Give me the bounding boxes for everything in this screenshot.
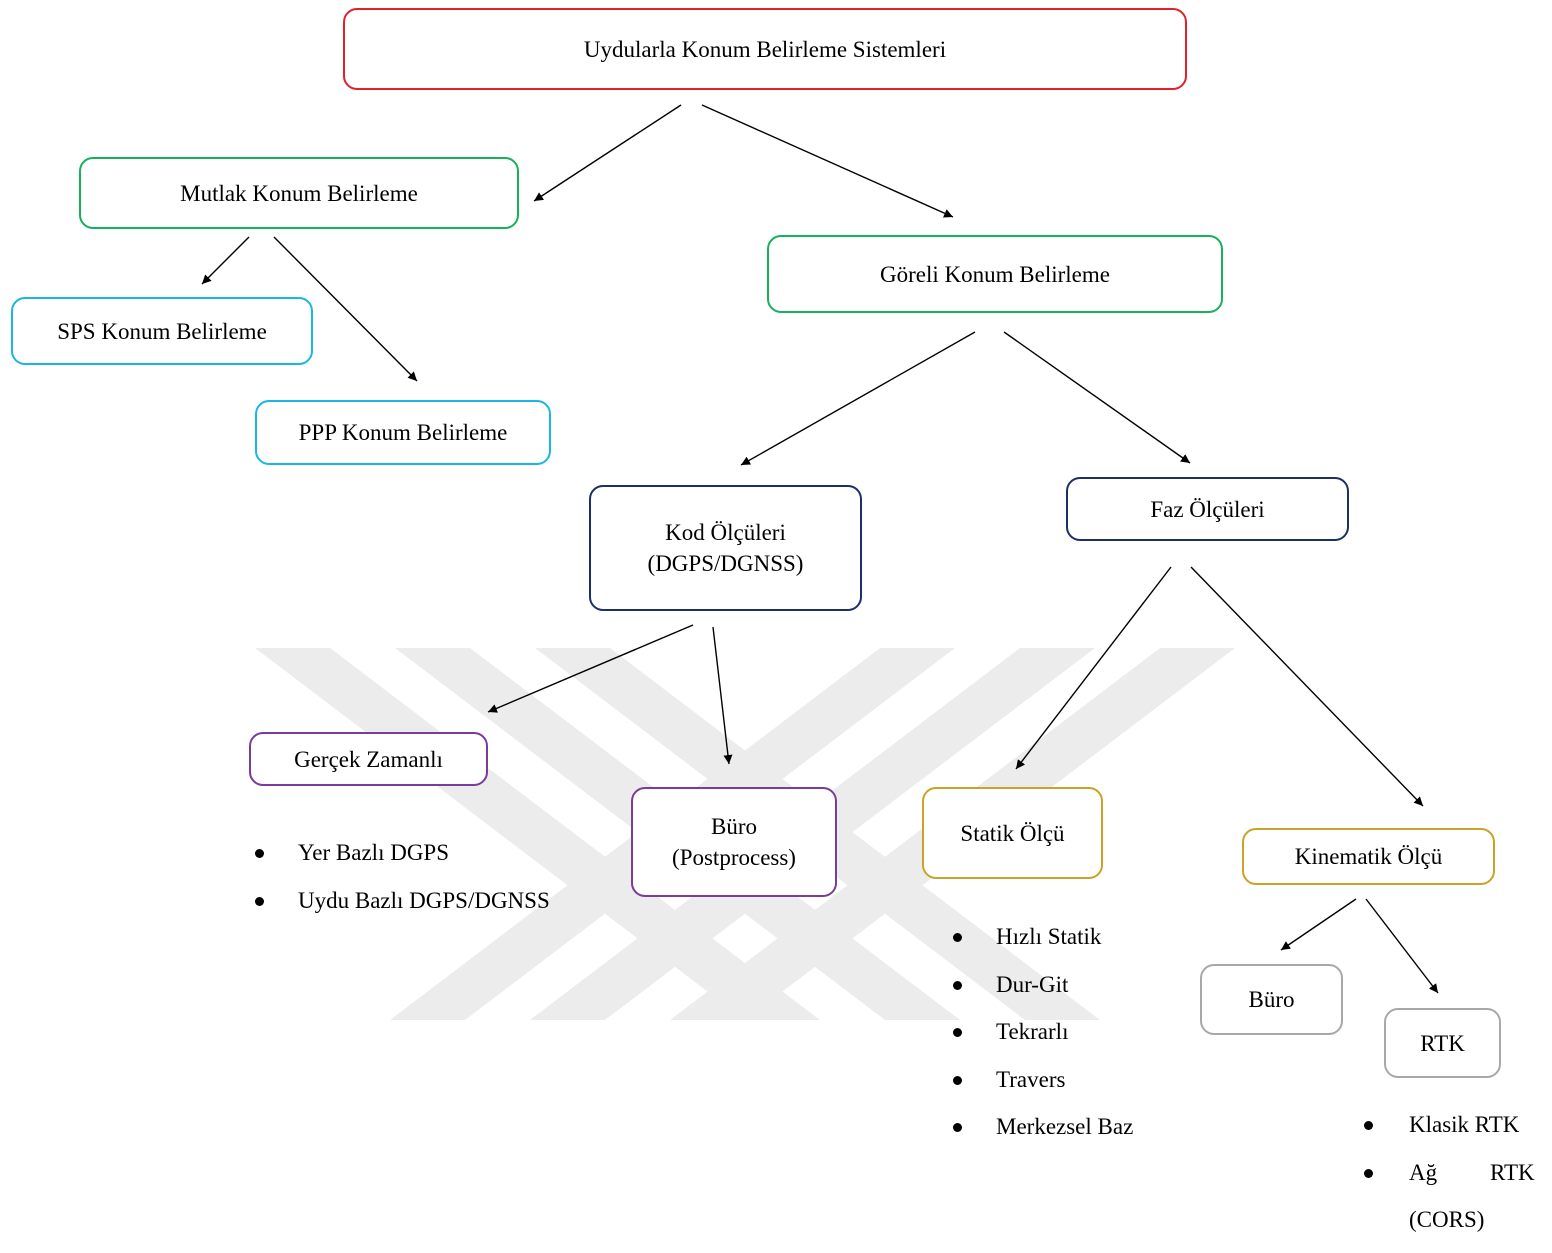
arrow-faz-kinematik bbox=[1190, 566, 1424, 807]
node-buro-post-label-line2: (Postprocess) bbox=[672, 845, 796, 870]
arrow-mutlak-ppp bbox=[273, 236, 418, 382]
list-item: Dur-Git bbox=[953, 970, 1193, 1018]
node-faz-label: Faz Ölçüleri bbox=[1150, 496, 1265, 522]
arrow-kinematik-rtk bbox=[1365, 898, 1439, 994]
arrow-mutlak-sps bbox=[201, 236, 250, 285]
list-item: Klasik RTK bbox=[1364, 1110, 1544, 1158]
arrow-kod-gercek bbox=[487, 624, 694, 713]
node-sps-label: SPS Konum Belirleme bbox=[57, 318, 267, 344]
node-gercek-zamanli: Gerçek Zamanlı bbox=[249, 732, 488, 786]
node-ppp-label: PPP Konum Belirleme bbox=[298, 420, 508, 445]
node-buro: Büro bbox=[1200, 964, 1343, 1035]
node-mutlak-label: Mutlak Konum Belirleme bbox=[180, 180, 418, 206]
list-item: Ağ RTK bbox=[1364, 1158, 1544, 1206]
statik-list: Hızlı Statik Dur-Git Tekrarlı Travers Me… bbox=[953, 922, 1193, 1160]
list-item: Hızlı Statik bbox=[953, 922, 1193, 970]
list-item-text: Klasik RTK bbox=[1409, 1112, 1520, 1137]
node-rtk-label: RTK bbox=[1420, 1030, 1465, 1056]
node-statik-olcu: Statik Ölçü bbox=[922, 787, 1103, 879]
list-item: Yer Bazlı DGPS bbox=[255, 838, 615, 886]
node-goreli-label: Göreli Konum Belirleme bbox=[880, 261, 1110, 287]
bullet-icon bbox=[255, 849, 264, 858]
arrow-kod-buro bbox=[712, 626, 733, 765]
node-kinematik-olcu: Kinematik Ölçü bbox=[1242, 828, 1495, 885]
bullet-icon bbox=[953, 933, 962, 942]
bullet-icon bbox=[1364, 1168, 1373, 1178]
node-goreli: Göreli Konum Belirleme bbox=[767, 235, 1223, 313]
list-item-text: Ağ bbox=[1409, 1159, 1438, 1185]
node-root-label: Uydularla Konum Belirleme Sistemleri bbox=[583, 36, 947, 62]
bullet-icon bbox=[953, 1075, 962, 1085]
node-statik-label: Statik Ölçü bbox=[960, 820, 1065, 846]
list-item-text: Yer Bazlı DGPS bbox=[298, 840, 450, 865]
arrow-goreli-faz bbox=[1003, 331, 1191, 464]
list-item: Uydu Bazlı DGPS/DGNSS bbox=[255, 886, 615, 934]
arrow-root-mutlak bbox=[533, 104, 682, 202]
node-mutlak: Mutlak Konum Belirleme bbox=[79, 157, 519, 229]
node-gercek-label: Gerçek Zamanlı bbox=[294, 746, 443, 772]
node-ppp: PPP Konum Belirleme bbox=[255, 400, 551, 465]
bullet-icon bbox=[953, 1028, 962, 1037]
list-item-continuation: (CORS) bbox=[1364, 1205, 1544, 1253]
arrow-goreli-kod bbox=[740, 331, 976, 466]
list-item-text: Hızlı Statik bbox=[996, 924, 1102, 949]
list-item-text: Uydu Bazlı DGPS/DGNSS bbox=[298, 887, 550, 913]
arrow-faz-statik bbox=[1015, 566, 1172, 770]
node-buro-label: Büro bbox=[1248, 987, 1295, 1012]
list-item-text: Tekrarlı bbox=[996, 1019, 1069, 1044]
node-buro-post-label-line1: Büro bbox=[711, 814, 757, 839]
arrow-root-goreli bbox=[701, 104, 954, 218]
list-item-text: Merkezsel Baz bbox=[996, 1114, 1134, 1139]
bullet-icon bbox=[953, 1123, 962, 1132]
node-faz-olculeri: Faz Ölçüleri bbox=[1066, 477, 1349, 541]
list-item-text-continued: (CORS) bbox=[1409, 1207, 1485, 1232]
list-item-text: Dur-Git bbox=[996, 971, 1069, 997]
node-root: Uydularla Konum Belirleme Sistemleri bbox=[343, 8, 1187, 90]
list-item: Travers bbox=[953, 1065, 1193, 1113]
node-kod-olculeri: Kod Ölçüleri (DGPS/DGNSS) bbox=[589, 485, 862, 611]
bullet-icon bbox=[953, 980, 962, 990]
list-item-text-continued: RTK bbox=[1490, 1159, 1535, 1185]
node-buro-postprocess: Büro (Postprocess) bbox=[631, 787, 837, 897]
arrow-kinematik-buro bbox=[1280, 898, 1357, 951]
list-item-text: Travers bbox=[996, 1066, 1066, 1092]
node-kod-label-line1: Kod Ölçüleri bbox=[665, 520, 786, 545]
node-rtk: RTK bbox=[1384, 1008, 1501, 1078]
node-kod-label-line2: (DGPS/DGNSS) bbox=[647, 551, 804, 576]
list-item: Tekrarlı bbox=[953, 1017, 1193, 1065]
node-sps: SPS Konum Belirleme bbox=[11, 297, 313, 365]
rtk-list: Klasik RTK Ağ RTK (CORS) bbox=[1364, 1110, 1544, 1253]
bullet-icon bbox=[255, 896, 264, 906]
dgps-list: Yer Bazlı DGPS Uydu Bazlı DGPS/DGNSS bbox=[255, 838, 615, 933]
list-item: Merkezsel Baz bbox=[953, 1112, 1193, 1160]
node-kinematik-label: Kinematik Ölçü bbox=[1294, 844, 1443, 869]
bullet-icon bbox=[1364, 1121, 1373, 1130]
